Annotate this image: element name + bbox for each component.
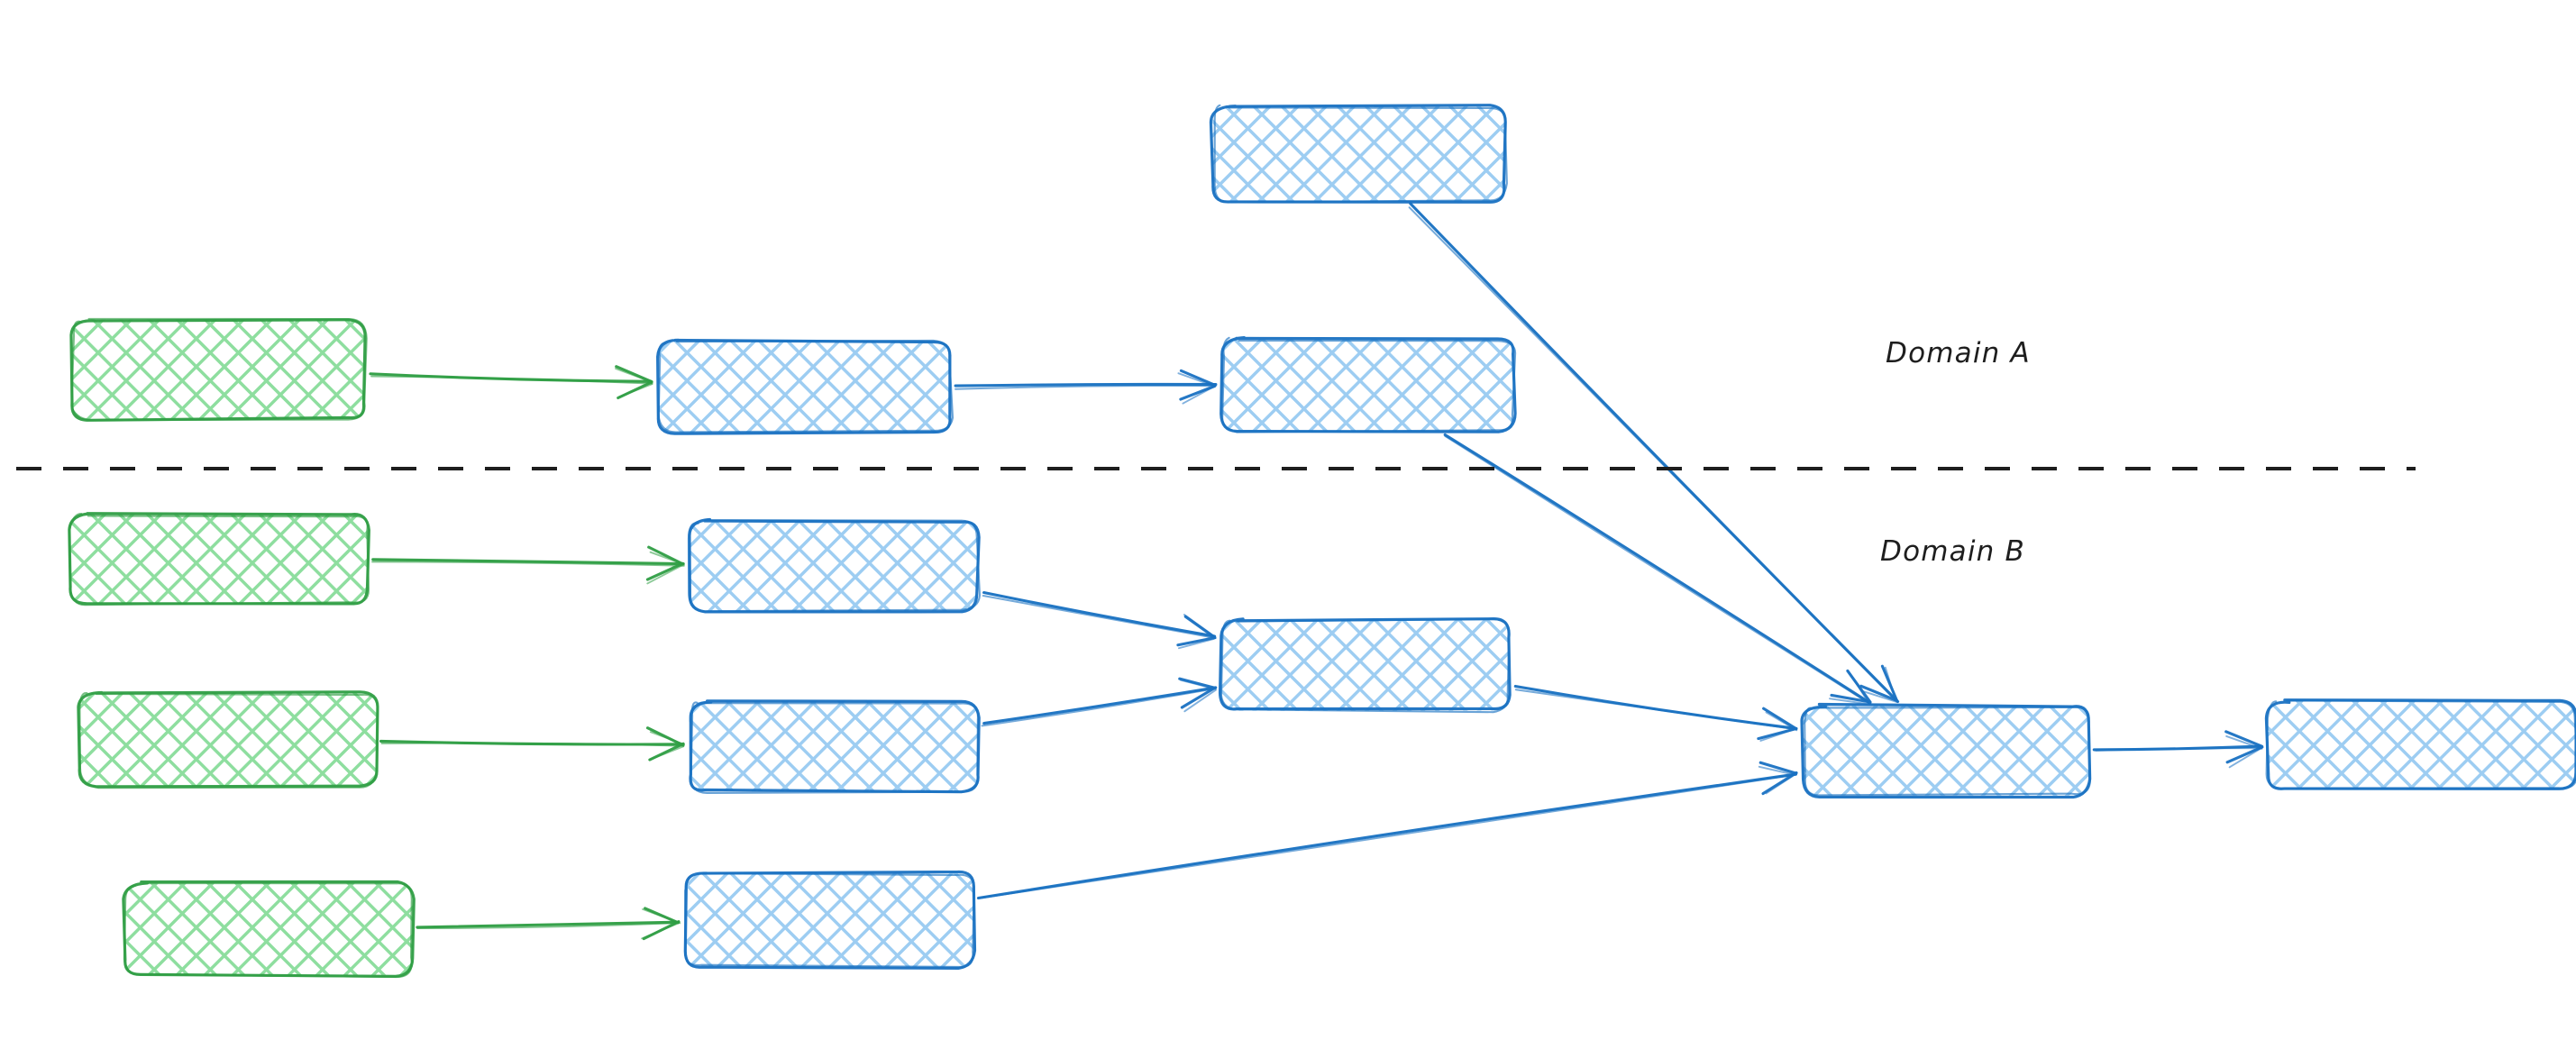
edge-e11 — [976, 761, 1798, 900]
node-b-blue-1[interactable] — [687, 517, 982, 614]
edge-e8 — [982, 590, 1217, 650]
edge-e9 — [981, 677, 1218, 727]
edge-e1 — [369, 365, 653, 400]
node-b-blue-3[interactable] — [683, 870, 977, 971]
edge-e4 — [1443, 433, 1872, 706]
edge-e2 — [954, 369, 1218, 405]
node-a-green-1[interactable] — [69, 317, 368, 422]
node-a-blue-1[interactable] — [656, 338, 955, 435]
node-b-green-1[interactable] — [68, 512, 370, 607]
node-b-green-2[interactable] — [77, 690, 379, 789]
node-b-green-3[interactable] — [122, 880, 416, 979]
edge-e6 — [379, 726, 685, 762]
node-b-blue-mid[interactable] — [1218, 617, 1512, 714]
node-b-blue-hub[interactable] — [1800, 702, 2092, 799]
edge-e10 — [1513, 684, 1798, 742]
edge-e3 — [1408, 202, 1900, 704]
nodes-layer — [68, 104, 2576, 979]
node-b-blue-2[interactable] — [689, 699, 981, 794]
edge-e7 — [416, 907, 681, 941]
edges-layer — [369, 202, 2264, 941]
node-a-blue-2[interactable] — [1219, 336, 1517, 433]
edge-e5 — [371, 545, 685, 585]
node-b-blue-end[interactable] — [2264, 698, 2576, 790]
edge-e12 — [2092, 730, 2264, 769]
node-a-blue-top[interactable] — [1209, 104, 1508, 204]
domain-a-label: Domain A — [1886, 337, 2031, 369]
domain-b-label: Domain B — [1880, 535, 2026, 568]
